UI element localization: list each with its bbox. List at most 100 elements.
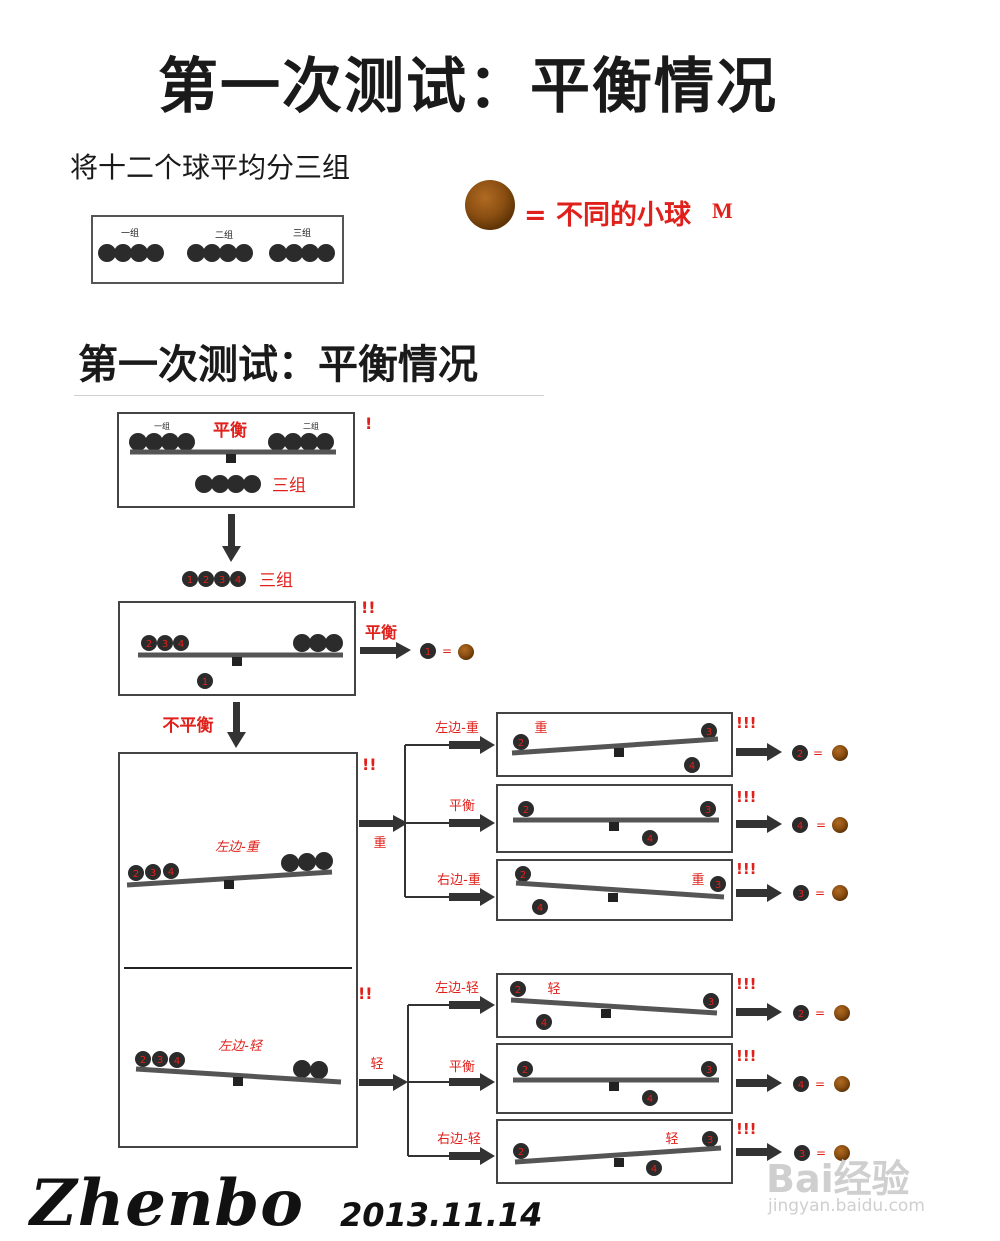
ball-number-2: 2 <box>146 639 152 650</box>
heavy-branch: 重 <box>359 744 450 898</box>
arrow-down-icon <box>222 514 241 562</box>
scale-pivot <box>226 454 236 463</box>
group1-label: 一组 <box>121 227 139 239</box>
box-second-weighing: 2 3 4 1 <box>118 601 356 696</box>
ball-number-3: 3 <box>707 1135 713 1146</box>
ball-number-2: 2 <box>515 985 521 996</box>
ball-number-3: 3 <box>706 727 712 738</box>
ball-number-1: 1 <box>202 677 208 688</box>
right-light-label: 右边-轻 <box>437 1132 481 1147</box>
balanced-label: 平衡 <box>449 1060 475 1075</box>
ball-number-2: 2 <box>520 870 526 881</box>
exclaim-mark: !!! <box>736 788 757 806</box>
exclaim-mark: !!! <box>736 1047 757 1065</box>
ball <box>235 244 253 262</box>
scale-beam <box>510 997 718 1016</box>
balanced-label: 平衡 <box>213 420 247 441</box>
legend-symbol: M <box>712 198 733 223</box>
ball-number-1: 1 <box>425 647 431 658</box>
left-light-label: 左边-轻 <box>435 981 479 996</box>
group1-label: 一组 <box>154 421 170 431</box>
group3-label: 三组 <box>293 227 311 239</box>
balanced-label: 平衡 <box>449 799 475 814</box>
box-unbalanced: 左边-重 2 3 4 左边-轻 2 3 4 <box>118 752 358 1148</box>
odd-ball-icon <box>834 1145 850 1161</box>
scale-beam <box>126 869 333 888</box>
exclaim-mark: ! <box>365 414 372 433</box>
ball <box>285 244 303 262</box>
odd-ball-icon <box>834 1005 850 1021</box>
subtitle: 第一次测试：平衡情况 <box>78 342 478 388</box>
watermark-brand: Bai经验 <box>766 1157 910 1201</box>
equals-sign: = <box>815 886 825 900</box>
exclaim-mark: !! <box>358 984 373 1003</box>
box-first-weighing: 一组 二组 平衡 三组 <box>117 412 355 508</box>
scale-pivot <box>614 1158 624 1167</box>
ball <box>130 244 148 262</box>
outcome-row: 3 = <box>793 885 848 901</box>
right-heavy-label: 右边-重 <box>437 872 481 888</box>
scale-pivot <box>233 1077 243 1086</box>
ball <box>268 433 286 451</box>
scale-pivot <box>232 657 242 666</box>
unbalanced-label: 不平衡 <box>163 715 214 736</box>
arrow-right-icon <box>360 642 411 659</box>
scale-pivot <box>601 1009 611 1018</box>
equals-sign: = <box>816 1146 826 1160</box>
date-stamp: 2013.11.14 <box>340 1196 543 1234</box>
exclaim-mark: !!! <box>736 1120 757 1138</box>
ball-number-4: 4 <box>537 903 543 914</box>
odd-ball-icon <box>832 885 848 901</box>
balanced-label: 平衡 <box>365 623 397 642</box>
ball-number-3: 3 <box>150 868 156 879</box>
exclaim-mark: !! <box>362 755 377 774</box>
equals-sign: = <box>442 644 452 658</box>
light-branch: 轻 <box>359 1004 450 1157</box>
scale-beam <box>135 1066 342 1085</box>
equals-sign: = <box>815 1006 825 1020</box>
ball-number-4: 4 <box>178 639 184 650</box>
group3-numbered: 1 2 3 4 三组 <box>182 571 293 591</box>
ball-number-4: 4 <box>797 821 803 832</box>
heavy-label: 重 <box>534 720 547 736</box>
exclaim-mark: !!! <box>736 714 757 732</box>
ball-number-4: 4 <box>651 1164 657 1175</box>
outcome-row: 2 = <box>792 745 848 761</box>
ball-number-4: 4 <box>174 1056 180 1067</box>
result-box-heavy-2: 2 3 4 <box>496 784 733 853</box>
result-box-heavy-1: 2 3 4 重 <box>496 712 733 777</box>
light-label: 轻 <box>547 982 560 997</box>
result-box-light-1: 2 3 4 轻 <box>496 973 733 1038</box>
heavy-label: 重 <box>373 835 386 851</box>
ball-number-3: 3 <box>799 1149 805 1160</box>
ball-number-2: 2 <box>518 738 524 749</box>
equals-sign: = <box>816 818 826 832</box>
groups-box: 一组 二组 三组 <box>91 215 344 284</box>
ball <box>129 433 147 451</box>
ball <box>161 433 179 451</box>
ball-number-2: 2 <box>798 1009 804 1020</box>
main-title: 第一次测试：平衡情况 <box>158 52 778 122</box>
odd-ball-icon <box>465 180 515 230</box>
ball-number-4: 4 <box>647 834 653 845</box>
left-light-label: 左边-轻 <box>218 1039 264 1054</box>
exclaim-mark: !!! <box>736 860 757 878</box>
group3-label: 三组 <box>272 476 306 496</box>
arrow-right-icon <box>449 736 495 906</box>
legend-text: = 不同的小球 <box>524 200 692 231</box>
ball <box>203 244 221 262</box>
ball <box>317 244 335 262</box>
ball <box>146 244 164 262</box>
group2-label: 二组 <box>215 229 233 241</box>
ball <box>114 244 132 262</box>
scale-pivot <box>224 880 234 889</box>
scale-pivot <box>609 1082 619 1091</box>
outcome-row: 4 = <box>792 817 848 833</box>
group3-label: 三组 <box>259 571 293 591</box>
scale-beam <box>511 736 719 756</box>
ball-number-4: 4 <box>168 867 174 878</box>
exclaim-mark: !! <box>361 598 376 617</box>
ball-number-3: 3 <box>162 639 168 650</box>
ball-number-2: 2 <box>522 1065 528 1076</box>
